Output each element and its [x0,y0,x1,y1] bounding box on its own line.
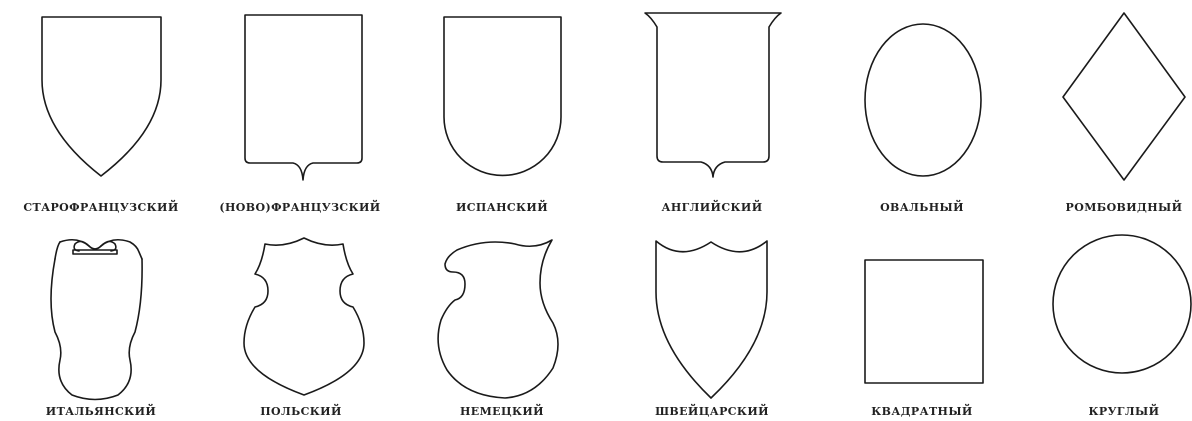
old-french-shield-shape [30,10,180,185]
square-shield-shape [860,255,990,400]
polish-shield-shape [228,225,378,400]
english-shield-shape [635,5,795,190]
oval-shield-label: ОВАЛЬНЫЙ [822,201,1022,214]
german-shield-shape [425,228,585,403]
old-french-shield-label: СТАРОФРАНЦУЗСКИЙ [1,201,201,214]
oval-shield-shape [860,18,990,183]
new-french-shield-label: (НОВО)ФРАНЦУЗСКИЙ [200,201,400,214]
spanish-shield-shape [430,10,580,185]
italian-shield-label: ИТАЛЬЯНСКИЙ [1,405,201,418]
swiss-shield-shape [645,230,785,405]
round-shield-label: КРУГЛЫЙ [1024,405,1192,418]
rhomboid-shield-label: РОМБОВИДНЫЙ [1024,201,1192,214]
round-shield-shape [1048,234,1192,384]
polish-shield-label: ПОЛЬСКИЙ [201,405,401,418]
english-shield-label: АНГЛИЙСКИЙ [612,201,812,214]
spanish-shield-label: ИСПАНСКИЙ [402,201,602,214]
new-french-shield-shape [230,10,380,185]
german-shield-label: НЕМЕЦКИЙ [402,405,602,418]
italian-shield-shape [35,232,165,407]
swiss-shield-label: ШВЕЙЦАРСКИЙ [612,405,812,418]
rhomboid-shield-shape [1060,8,1190,188]
square-shield-label: КВАДРАТНЫЙ [822,405,1022,418]
